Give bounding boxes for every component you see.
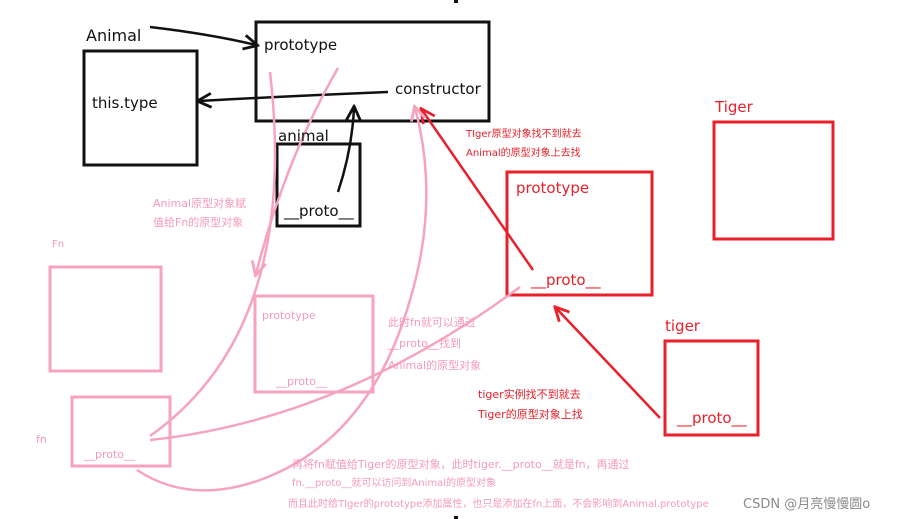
tiger-proto-lookup-note-2: Animal的原型对象上去找 [466,148,581,159]
animal-instance-box [275,142,362,228]
top-edge-mark [454,0,458,3]
animal-constructor-label: Animal [86,26,142,45]
bottom-note-3: 而且此时给TIger的prototype添加属性，也只是添加在fn上面，不会影响… [288,499,709,510]
fn-assign-note-1: Animal原型对象赋 [153,197,247,210]
arrow-prototype-constructor-back [199,90,389,101]
tiger-prototype-proto-label: __proto__ [531,271,601,289]
tiger-instance-lookup-note-1: tiger实例找不到就去 [478,388,581,401]
fn-access-note-1: 此时fn就可以通过 [388,316,476,329]
fn-prototype-proto-label: __proto__ [276,375,328,388]
animal-instance-proto-label: __proto__ [284,202,354,220]
arrow-animal-prototype-to-fn-prototype [256,67,340,274]
bottom-note-2: fn.__proto__就可以访问到Animal的原型对象 [292,478,497,489]
animal-instance-label: animal [278,127,329,145]
tiger-proto-lookup-note-1: TIger原型对象找不到就去 [466,129,582,140]
fn-access-note-2: __proto__找到 [388,337,462,350]
animal-prototype-box [254,20,491,123]
animal-prototype-label: prototype [264,36,338,54]
fn-instance-label: fn [36,433,47,446]
arrow-tiger-proto-to-fn [149,285,521,442]
bottom-note-1: 再将fn赋值给Tiger的原型对象，此时tiger.__proto__就是fn，… [292,458,630,471]
fn-instance-proto-label: __proto__ [84,448,136,461]
tiger-instance-label: tiger [665,317,700,335]
tiger-instance-proto-label: __proto__ [677,409,747,427]
fn-access-note-3: Animal的原型对象 [388,359,482,372]
fn-instance-box [70,395,172,468]
fn-prototype-box [253,294,375,394]
arrow-tiger-instance-proto-to-tiger-prototype [556,308,661,419]
fn-constructor-label: Fn [52,239,65,250]
animal-this-type-label: this.type [92,94,158,112]
animal-constructor-prop-label: constructor [395,80,481,98]
tiger-prototype-label: prototype [516,179,590,197]
arrow-fn-loop-to-animal-prototype [136,108,428,492]
tiger-constructor-label: Tiger [715,98,753,116]
tiger-instance-lookup-note-2: Tiger的原型对象上找 [478,408,583,421]
csdn-watermark: CSDN @月亮慢慢圆o [743,497,871,512]
arrow-fn-instance-proto-to-animal-prototype [149,71,277,438]
bottom-edge-mark [454,516,458,519]
arrow-animal-proto-to-prototype [336,108,354,193]
fn-assign-note-2: 值给Fn的原型对象 [153,216,244,229]
fn-constructor-box [48,265,163,373]
tiger-constructor-box [712,120,835,241]
tiger-instance-box [663,339,760,437]
fn-prototype-label: prototype [262,309,316,322]
arrow-tiger-proto-to-animal-prototype [422,110,535,271]
arrow-constructor-to-prototype [149,25,256,45]
